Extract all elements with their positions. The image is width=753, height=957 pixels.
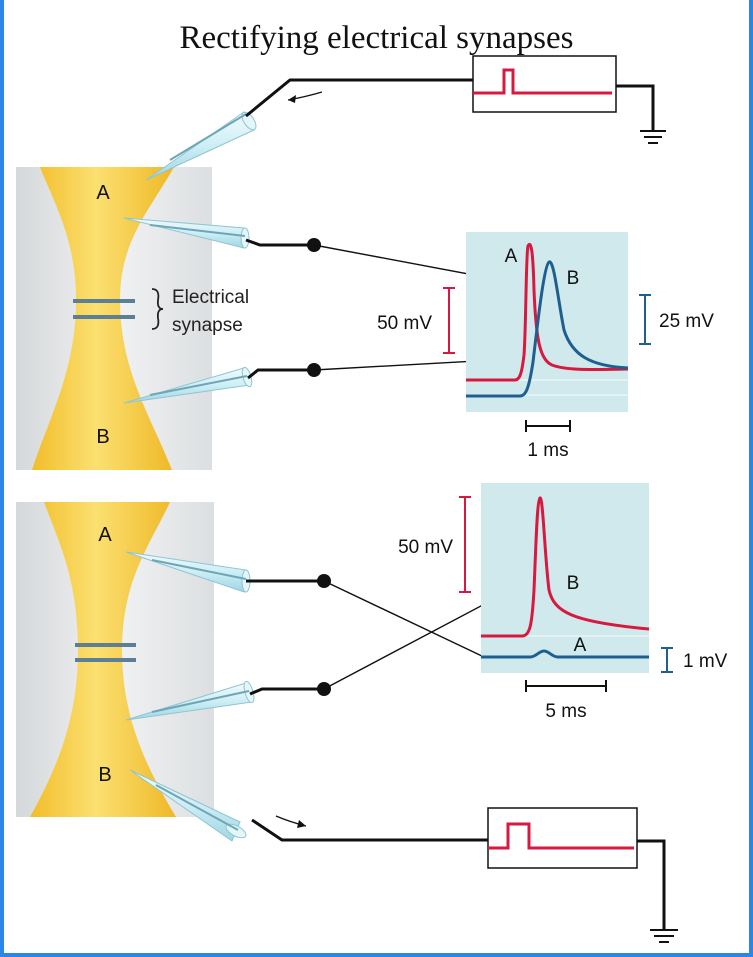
bottom-lead-a-thin-wire [323, 580, 485, 658]
bottom-trace-a-label: A [574, 635, 587, 656]
bottom-stimulating-pipette [129, 769, 247, 842]
bottom-recording-pipette-b [125, 680, 255, 721]
top-scale-a-label: 50 mV [377, 313, 432, 334]
bottom-trace-a [481, 649, 649, 659]
bottom-scale-b-label: 50 mV [398, 537, 453, 558]
bottom-ground-wire [637, 839, 666, 930]
bottom-stimulator-box-icon [487, 807, 638, 869]
bottom-cell-b-label: B [98, 764, 111, 786]
bottom-50mv-scale-bar [459, 496, 471, 593]
bottom-neuron-pair: A B [16, 502, 214, 817]
page-title: Rectifying electrical synapses [179, 20, 574, 56]
top-lead-b-wire [247, 368, 314, 380]
bottom-recording-panel: B A [481, 483, 650, 673]
top-trace-a-label: A [505, 246, 518, 267]
bottom-cell-a-label: A [98, 524, 112, 546]
top-recording-pipette-a [123, 217, 250, 249]
bottom-lead-b-wire [249, 687, 324, 696]
top-cell-a-label: A [96, 182, 110, 204]
bottom-trace-b [481, 496, 650, 638]
top-recording-panel: A B [466, 232, 629, 412]
top-ground-wire [616, 84, 655, 131]
synapse-label-line2: synapse [172, 315, 243, 336]
top-scale-b-label: 25 mV [659, 311, 714, 332]
top-trace-b [466, 260, 629, 398]
top-25mv-scale-bar [639, 294, 651, 345]
top-neuron-pair: A B Electrical synapse [16, 167, 249, 470]
top-recording-pipette-b [123, 366, 253, 404]
top-trace-a [466, 243, 629, 382]
top-stimulator-box-icon [472, 55, 617, 113]
top-lead-a-wire [245, 238, 314, 247]
bottom-stimulator-wire [251, 818, 488, 842]
top-trace-b-label: B [567, 268, 580, 289]
bottom-recording-pipette-a [125, 551, 251, 593]
synapse-label-line1: Electrical [172, 287, 249, 308]
top-time-scale-label: 1 ms [527, 440, 568, 461]
top-cell-b-label: B [96, 426, 109, 448]
top-ground-icon [640, 130, 666, 144]
bottom-time-scale-bar [525, 680, 607, 692]
bottom-scale-a-label: 1 mV [683, 651, 728, 672]
current-arrow-head [297, 820, 306, 828]
top-stimulating-pipette [145, 111, 257, 181]
current-arrow-head [288, 95, 296, 103]
top-stimulator-wire [245, 78, 473, 118]
bottom-trace-b-label: B [567, 573, 580, 594]
top-50mv-scale-bar [443, 287, 455, 354]
top-time-scale-bar [525, 420, 571, 432]
bottom-ground-icon [650, 929, 678, 943]
bottom-1mv-scale-bar [661, 647, 673, 673]
synapse-brace-icon [151, 288, 164, 330]
bottom-time-scale-label: 5 ms [545, 701, 586, 722]
